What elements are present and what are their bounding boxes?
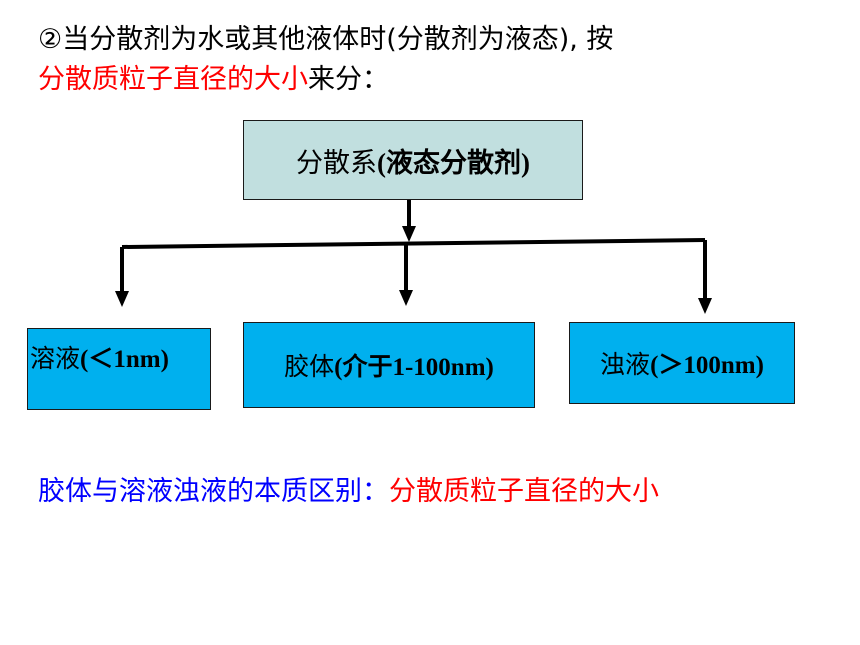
- branch-arrowhead-middle: [399, 290, 413, 306]
- conclusion-label: 胶体与溶液浊液的本质区别：: [38, 476, 389, 507]
- root-node-detail: (液态分散剂): [377, 147, 530, 178]
- branch-arrowhead-right: [698, 298, 712, 314]
- heading-line-2-rest: 来分：: [308, 64, 389, 95]
- leaf-node-detail: (＞100nm): [650, 352, 764, 379]
- leaf-node-detail: (介于1-100nm): [334, 354, 494, 381]
- horizontal-bus-line: [121, 238, 706, 249]
- leaf-node-name: 浊液: [600, 350, 651, 379]
- leaf-node-solution: 溶液(＜1nm): [27, 328, 211, 410]
- heading-line-2: 分散质粒子直径的大小来分：: [38, 60, 838, 100]
- leaf-node-suspension: 浊液(＞100nm): [569, 322, 795, 404]
- root-node-name: 分散系: [296, 147, 377, 179]
- conclusion-answer: 分散质粒子直径的大小: [389, 476, 659, 507]
- leaf-node-colloid: 胶体(介于1-100nm): [243, 322, 535, 408]
- conclusion: 胶体与溶液浊液的本质区别：分散质粒子直径的大小: [38, 472, 838, 512]
- heading-line-1: ②当分散剂为水或其他液体时(分散剂为液态), 按: [38, 24, 614, 55]
- heading-emphasis: 分散质粒子直径的大小: [38, 64, 308, 95]
- heading: ②当分散剂为水或其他液体时(分散剂为液态), 按 分散质粒子直径的大小来分：: [38, 20, 838, 100]
- stem-arrowhead: [402, 226, 416, 242]
- branch-arrowhead-left: [115, 291, 129, 307]
- leaf-node-name: 溶液: [30, 344, 81, 373]
- leaf-node-detail: (＜1nm): [80, 346, 169, 373]
- leaf-node-name: 胶体: [284, 352, 335, 381]
- root-node-dispersion-system: 分散系(液态分散剂): [243, 120, 583, 200]
